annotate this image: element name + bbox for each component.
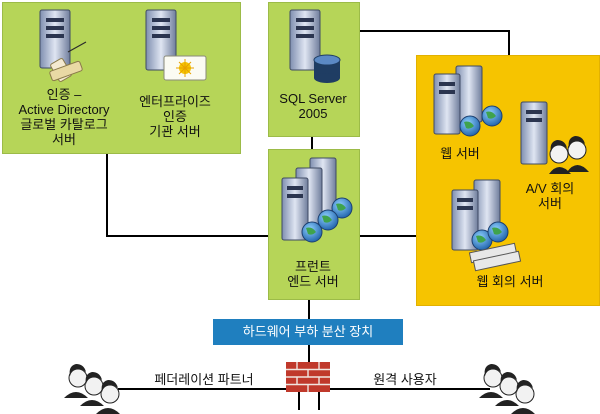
link-sql-to-conf-h	[359, 30, 510, 32]
front-end-server-icon	[276, 156, 356, 254]
hardware-load-balancer: 하드웨어 부하 분산 장치	[213, 319, 403, 345]
web-server-label: 웹 서버	[440, 146, 480, 161]
federation-partner-users-icon	[60, 360, 126, 414]
global-catalog-server-icon	[38, 8, 88, 86]
link-frontend-to-lb	[308, 298, 310, 320]
web-conf-server-icon	[448, 178, 526, 272]
link-lb-to-firewall	[308, 344, 310, 364]
remote-users-icon	[475, 360, 541, 414]
remote-user-label: 원격 사용자	[365, 372, 445, 387]
enterprise-ca-label: 엔터프라이즈 인증 기관 서버	[139, 94, 211, 139]
link-sql-to-frontend	[311, 135, 313, 149]
link-firewall-down	[298, 388, 300, 410]
web-server-icon	[430, 64, 508, 146]
link-firewall-federation	[118, 388, 298, 390]
web-conf-server-label: 웹 회의 서버	[476, 274, 544, 289]
enterprise-ca-server-icon	[144, 8, 208, 81]
global-catalog-label: 인증 – Active Directory 글로벌 카탈로그 서버	[18, 87, 110, 147]
link-auth-to-frontend-v	[106, 152, 108, 237]
av-server-icon	[515, 100, 591, 174]
link-firewall-down-2	[318, 388, 320, 410]
link-firewall-remote	[318, 388, 490, 390]
link-sql-to-conf-v	[508, 30, 510, 55]
link-auth-to-frontend-h	[106, 235, 268, 237]
firewall-icon	[286, 362, 330, 392]
sql-server-label: SQL Server 2005	[279, 91, 347, 121]
front-end-label: 프런트 엔드 서버	[287, 259, 339, 289]
federation-partner-label: 페더레이션 파트너	[140, 372, 268, 387]
link-frontend-to-conf-h	[359, 235, 417, 237]
av-server-label: A/V 회의 서버	[525, 181, 575, 211]
sql-server-icon	[288, 8, 344, 83]
